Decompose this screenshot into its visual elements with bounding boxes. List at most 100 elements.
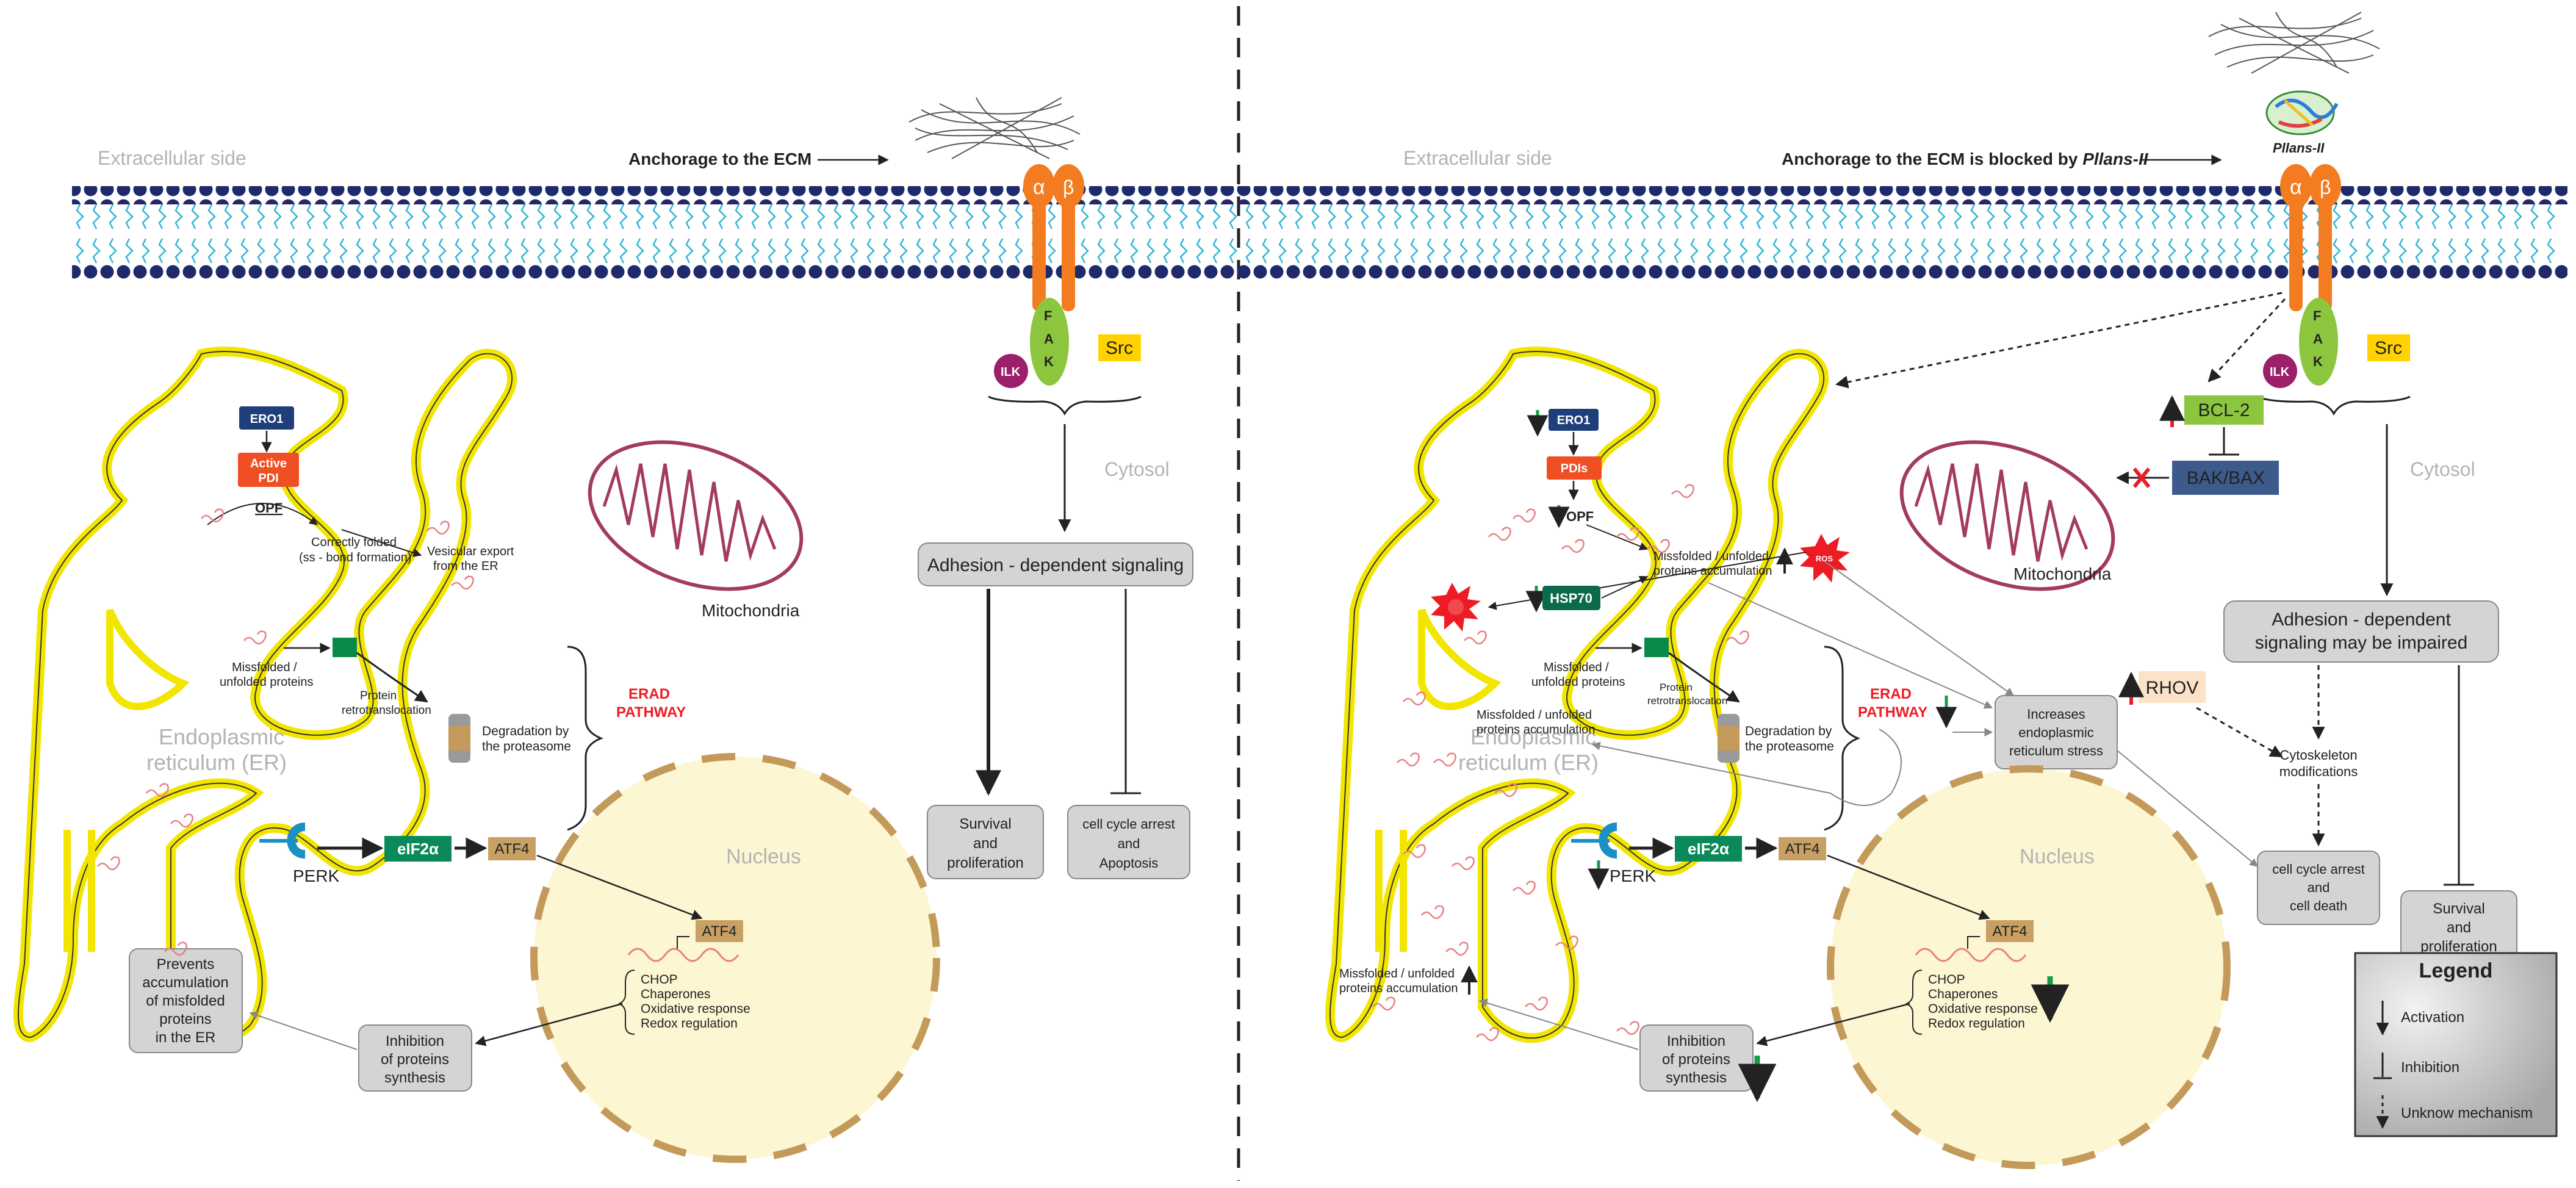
left-prevents-line5: in the ER — [156, 1029, 216, 1046]
lipid-tail — [2431, 204, 2440, 264]
right-inhibition-line1: Inhibition — [1667, 1033, 1725, 1049]
left-prevents-line3: of misfolded — [146, 993, 225, 1009]
right-er-stress-line1: Increases — [2027, 707, 2085, 722]
misfolded-protein — [1726, 630, 1749, 645]
lipid-tail — [1690, 204, 1699, 264]
left-retro-2: retrotranslocation — [342, 704, 431, 717]
right-misfolded-1: Missfolded / — [1544, 661, 1609, 674]
right-atf4-nuclear-box: ATF4 — [1986, 920, 2034, 942]
lipid-tail — [1048, 204, 1056, 264]
lipid-tail — [998, 204, 1007, 264]
misfolded-protein — [1513, 508, 1536, 523]
lipid-tail — [1114, 204, 1122, 264]
integrin-alpha-label-right: α — [2290, 176, 2302, 199]
dna-right — [1915, 948, 2027, 962]
misfolded-protein — [1555, 935, 1578, 950]
lipid-tail — [1756, 204, 1765, 264]
bakbax-box: BAK/BAX — [2172, 461, 2279, 495]
lipid-tail — [619, 204, 628, 264]
lipid-tail — [1130, 204, 1139, 264]
lipid-tail — [1212, 204, 1221, 264]
lipid-tail — [2267, 204, 2275, 264]
lipid-tail — [1394, 204, 1402, 264]
lipid-tail — [702, 204, 710, 264]
lipid-tail — [109, 204, 117, 264]
lipid-tail — [1608, 204, 1616, 264]
lipid-tail — [1509, 204, 1517, 264]
lipid-tail — [1361, 204, 1369, 264]
lipid-tail — [389, 204, 397, 264]
right-misfolded-2: unfolded proteins — [1531, 675, 1625, 689]
nucleus-right — [1827, 765, 2231, 1169]
misfolded-protein — [1445, 941, 1469, 956]
lipid-tail — [1591, 204, 1600, 264]
translocon-right — [1644, 638, 1669, 657]
right-target-oxidative: Oxidative response — [1928, 1002, 2038, 1016]
lipid-tail — [949, 204, 957, 264]
lipid-tail — [1097, 204, 1106, 264]
lipid-tail — [883, 204, 891, 264]
lipid-tail — [2118, 204, 2127, 264]
lipid-tail — [290, 204, 298, 264]
lipid-tail — [1542, 204, 1550, 264]
lipid-tail — [2382, 204, 2391, 264]
lipid-tail — [899, 204, 908, 264]
lipid-tail — [866, 204, 875, 264]
misfolded-protein — [426, 520, 450, 535]
lipid-tail — [1921, 204, 1929, 264]
left-nucleus-label: Nucleus — [726, 845, 801, 868]
misfolded-protein — [164, 941, 187, 956]
lipid-tail — [1262, 204, 1270, 264]
dna-left — [627, 948, 739, 962]
lipid-tail — [2003, 204, 2012, 264]
right-panel: Extracellular side Anchorage to the ECM … — [1325, 12, 2558, 1169]
lipid-tail — [553, 204, 562, 264]
mitochondria-left — [588, 440, 804, 591]
perk-receptor-right — [1571, 823, 1617, 859]
right-mito-label: Mitochondria — [2013, 564, 2112, 583]
right-eif2a-box: eIF2α — [1675, 836, 1742, 862]
lipid-tail — [487, 204, 496, 264]
bakbax-label: BAK/BAX — [2187, 468, 2265, 488]
lipid-tail — [405, 204, 414, 264]
lipid-tail — [570, 204, 578, 264]
lipid-tail — [2036, 204, 2045, 264]
left-degradation-2: the proteasome — [482, 740, 571, 754]
left-opf-label: OPF — [255, 500, 282, 516]
lipid-tail — [356, 204, 364, 264]
left-target-oxidative: Oxidative response — [641, 1002, 750, 1016]
lipid-tail — [850, 204, 858, 264]
left-panel: Extracellular side Anchorage to the ECM … — [13, 97, 1193, 1163]
lipid-tail — [768, 204, 776, 264]
lipid-tail — [603, 204, 611, 264]
right-perk-label: PERK — [1610, 866, 1657, 885]
integrin-beta-label-right: β — [2320, 176, 2331, 198]
active-pdi-box: Active PDI — [238, 453, 299, 487]
lipid-tail — [982, 204, 990, 264]
lipid-tail — [1476, 204, 1484, 264]
right-degradation-2: the proteasome — [1745, 740, 1834, 754]
left-degradation-1: Degradation by — [482, 724, 569, 738]
ros-burst-right: ROS — [1800, 534, 1850, 583]
lipid-tail — [586, 204, 595, 264]
ros-burst-er — [1431, 583, 1481, 632]
misfolded-protein — [1647, 539, 1670, 553]
right-retro-1: Protein — [1660, 682, 1693, 693]
right-survival-line2: and — [2447, 920, 2471, 936]
lipid-tail — [2530, 204, 2539, 264]
lipid-tail — [1904, 204, 1913, 264]
left-survival-line2: and — [973, 835, 998, 852]
lipid-tail — [685, 204, 694, 264]
left-survival-box: Survival and proliferation — [927, 805, 1044, 879]
lipid-tail — [372, 204, 381, 264]
lipid-tail — [1492, 204, 1501, 264]
misfolded-protein — [170, 813, 193, 828]
lipid-tail — [520, 204, 529, 264]
lipid-tail — [652, 204, 661, 264]
endoplasmic-reticulum-right — [1325, 347, 1829, 1043]
right-arrest-line1: cell cycle arrest — [2272, 862, 2365, 877]
lipid-tail — [1871, 204, 1880, 264]
lipid-tail — [1015, 204, 1023, 264]
left-atf4-box: ATF4 — [488, 837, 536, 860]
lipid-tail — [2168, 204, 2176, 264]
